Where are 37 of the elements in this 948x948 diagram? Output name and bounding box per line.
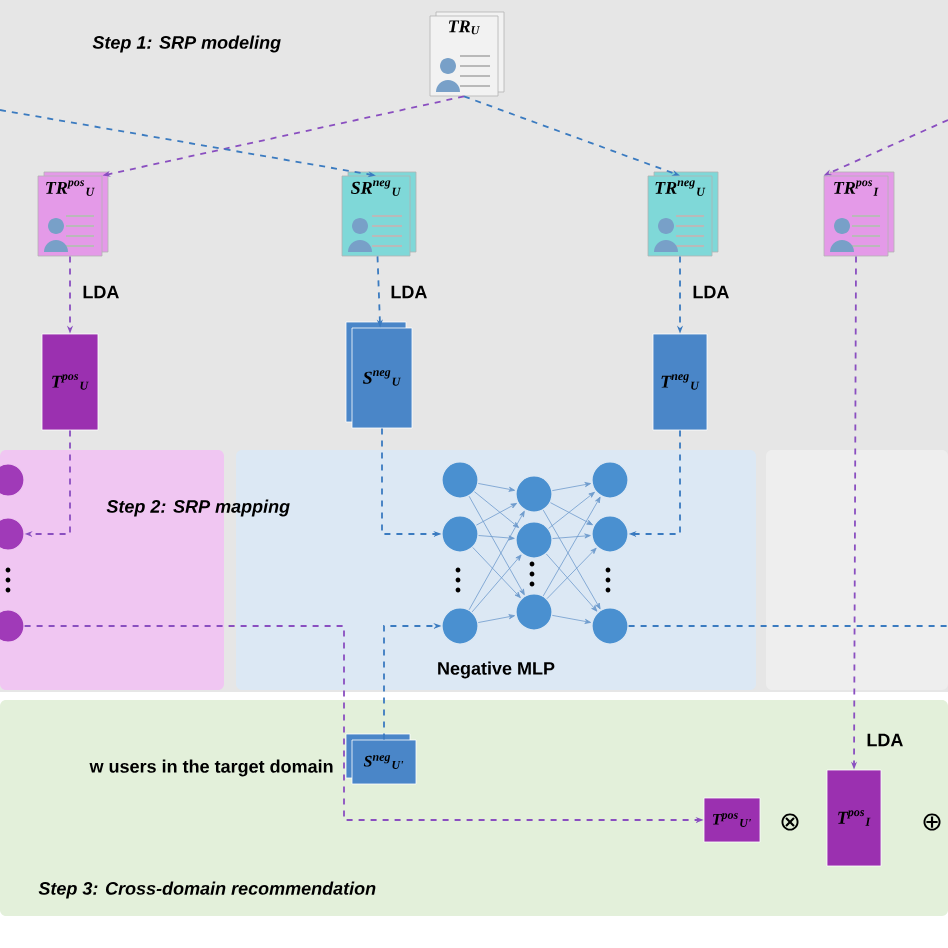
arrow (478, 535, 515, 541)
neuron-circle (591, 515, 629, 553)
arrow (475, 503, 518, 526)
neuron-circle (515, 475, 553, 513)
arrow (477, 483, 515, 492)
arrow (477, 614, 515, 623)
arrow (552, 533, 591, 539)
arrow (472, 547, 521, 599)
connector-line (627, 625, 948, 627)
arrow (548, 491, 595, 529)
neuron-circle (515, 521, 553, 559)
arrow (550, 502, 593, 526)
arrow (468, 495, 525, 596)
neuron-circle (441, 515, 479, 553)
math-symbol: ⊗ (781, 813, 799, 831)
arrow (542, 509, 601, 610)
arrow (545, 553, 598, 612)
edge-label: LDA (391, 285, 427, 299)
neuron-circle (441, 607, 479, 645)
neuron-circle (441, 461, 479, 499)
arrow (468, 510, 525, 611)
step-heading: Step 1: SRP modeling (92, 35, 281, 53)
step-heading: Step 2: SRP mapping (106, 499, 290, 517)
arrow (546, 547, 597, 600)
neuron-circle (591, 461, 629, 499)
neuron-circle (591, 607, 629, 645)
math-symbol: ⊕ (923, 813, 941, 831)
caption-text: w users in the target domain (89, 759, 333, 777)
neuron-circle (515, 593, 553, 631)
arrow (551, 482, 591, 492)
edge-label: LDA (867, 733, 903, 747)
arrow (474, 491, 520, 528)
edge-label: LDA (693, 285, 729, 299)
arrow (542, 496, 601, 597)
edge-label: LDA (83, 285, 119, 299)
arrow (551, 614, 591, 624)
arrow (471, 554, 522, 613)
